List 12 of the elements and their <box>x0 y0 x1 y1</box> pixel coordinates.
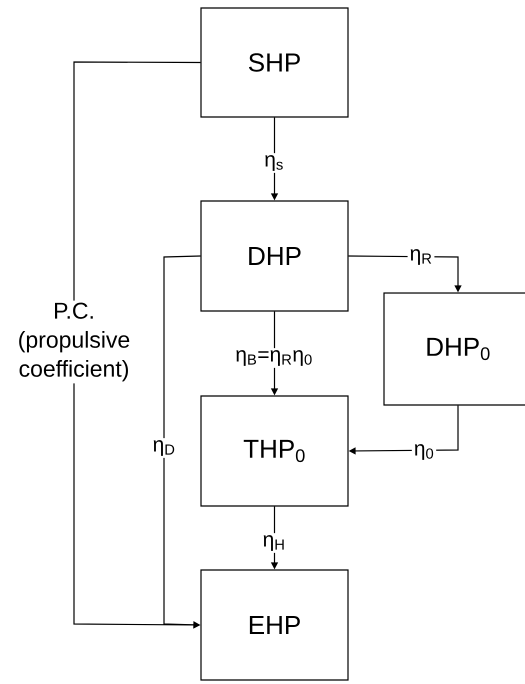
process-box: DHP$_{0}$ <box>383 292 525 406</box>
edge-label: η$_{H}$ <box>260 533 288 553</box>
edge-label: P.C. (propulsive coefficient) <box>7 300 141 384</box>
process-box: DHP <box>200 200 349 312</box>
process-box: THP$_{0}$ <box>200 395 349 507</box>
edge-label: η$_{B}$=η$_{R}$η$_{0}$ <box>233 348 315 368</box>
edge-label: η$_{0}$ <box>412 442 436 462</box>
process-box: SHP <box>200 7 349 118</box>
process-box: EHP <box>200 569 349 681</box>
edge-label: η$_{D}$ <box>150 438 178 458</box>
edge-label: η$_{R}$ <box>408 247 434 267</box>
edge-label: η$_{s}$ <box>262 153 286 173</box>
